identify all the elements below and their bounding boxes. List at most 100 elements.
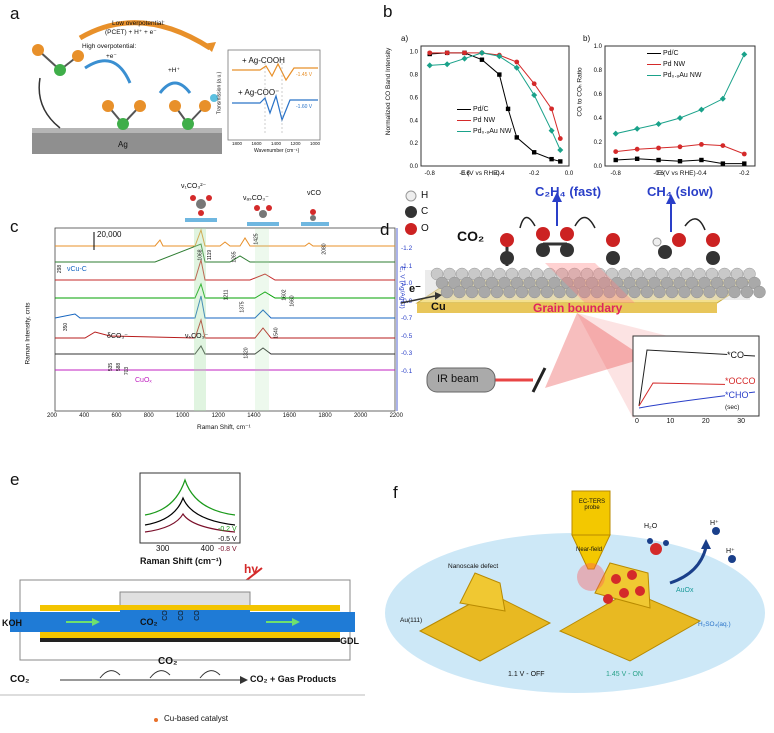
- c-xtick: 1200: [211, 413, 225, 419]
- data-point: [699, 157, 704, 163]
- e-xtick: 300: [156, 544, 170, 553]
- d-xtick: 0: [635, 418, 639, 425]
- cu-atom: [665, 285, 679, 299]
- bicarbonate-icon: [247, 205, 279, 226]
- d-xtick: 20: [701, 418, 710, 425]
- cu-atom: [465, 285, 479, 299]
- legend-item: Pd NW: [457, 115, 511, 126]
- vsco3-label: νₛCO₃⁻: [185, 333, 209, 340]
- data-point: [613, 157, 618, 163]
- h2so4-label: H₂SO₄(aq.): [698, 621, 731, 628]
- cu-atom: [540, 285, 554, 299]
- c-xtick: 600: [111, 413, 122, 419]
- cho-label: *CHO: [725, 390, 749, 400]
- panel-f-diagram: [385, 490, 765, 693]
- panel-label-e: e: [10, 470, 20, 489]
- data-point: [677, 159, 683, 164]
- data-point: [720, 161, 726, 166]
- high-overpotential-arrow: [84, 59, 132, 84]
- ag-label: Ag: [118, 140, 128, 149]
- cu-atom: [740, 285, 754, 299]
- off-label: 1.1 V - OFF: [508, 671, 545, 678]
- data-point: [426, 62, 433, 69]
- legend-item: Pd₀.₈Au NW: [647, 70, 701, 81]
- ir-volt-2: -1.60 V: [296, 104, 313, 110]
- cu-atom: [678, 285, 691, 299]
- spectrum-trace: [55, 259, 395, 281]
- potential-label: -0.5: [401, 332, 413, 340]
- cu-atom: [515, 285, 529, 299]
- c-potentials: -1.2 -1.1 -1.0 -0.9 -0.7 -0.5 -0.3 -0.1: [401, 240, 412, 380]
- plot-frame: [604, 45, 756, 167]
- panel-e-diagram: [0, 472, 365, 722]
- x-tick-label: -0.4: [494, 171, 505, 177]
- data-point: [478, 49, 485, 56]
- hplus-2-label: H⁺: [726, 548, 735, 555]
- spectrum-trace: [55, 228, 395, 247]
- plot-frame: [420, 45, 570, 167]
- peak-1068: 1068: [197, 249, 204, 261]
- c-xtick: 1400: [247, 413, 261, 419]
- y-tick-label: 0.6: [594, 92, 603, 98]
- left-ylabel: Normalized CO Band Intensity: [385, 47, 393, 136]
- y-tick-label: 0.8: [410, 73, 419, 79]
- data-point: [655, 121, 662, 127]
- au-pile-left: [418, 592, 552, 662]
- peak-2080: 2080: [321, 243, 328, 255]
- potential-label: -0.7: [401, 315, 413, 322]
- y-tick-label: 1.0: [594, 44, 603, 50]
- right-xlabel: E (V vs RHE): [657, 170, 696, 177]
- spectrum-trace: [54, 295, 395, 319]
- peak-1540: 1540: [273, 327, 280, 339]
- e-xticks: 300 400: [156, 544, 214, 553]
- legend-label: Pd NW: [662, 61, 686, 68]
- co2-molecule: [32, 44, 84, 76]
- c-ylabel: Raman Intensity, cnts: [24, 302, 32, 365]
- data-point: [548, 127, 555, 134]
- c-xtick: 2000: [353, 413, 368, 419]
- ir-xtick: 1000: [309, 141, 320, 146]
- panel-c: 20,000 Raman Intensity, cnts E, V (Ag/Ag…: [15, 180, 415, 445]
- legend-label: Pd NW: [472, 117, 496, 124]
- data-point: [427, 50, 433, 56]
- y-tick-label: 0.0: [594, 164, 603, 170]
- spectrum-trace: [55, 243, 395, 263]
- peak-535: 535: [108, 362, 115, 372]
- data-point: [531, 81, 537, 87]
- ch4-label: CH₄ (slow): [647, 184, 714, 199]
- peak-1660: 1660: [289, 295, 296, 307]
- panel-label-a: a: [10, 4, 20, 23]
- plus-e-label: +e⁻: [106, 53, 117, 60]
- panel-label-f: f: [393, 483, 398, 502]
- au-pile-right: [558, 590, 702, 662]
- plus-h-label: +H⁺: [168, 67, 180, 74]
- peak-1265: 1265: [231, 251, 238, 263]
- sub-a-label: a): [401, 34, 409, 43]
- data-point: [557, 136, 563, 141]
- legend-item: Pd/C: [647, 48, 701, 59]
- c-xtick: 1000: [176, 413, 190, 419]
- cu-atom: [478, 285, 491, 299]
- cooh-intermediate: [169, 94, 218, 130]
- on-label: 1.45 V - ON: [606, 671, 643, 678]
- data-point: [461, 55, 468, 62]
- ir-trace-orange: [232, 62, 318, 82]
- left-xlabel: E (V vs RHE): [461, 170, 500, 177]
- data-point: [612, 130, 619, 137]
- data-point: [557, 147, 564, 153]
- spectrum-trace: [55, 318, 395, 339]
- near-field-label: Near-field: [576, 547, 603, 553]
- right-ylabel: COₗ to COₕ Ratio: [576, 67, 584, 117]
- co2-mid-label: CO₂: [158, 656, 178, 667]
- c-xticks: 200 400 600 800 1000 1200 1400 1600 1800…: [47, 413, 403, 419]
- data-point: [677, 115, 683, 121]
- cu-atom: [628, 285, 641, 299]
- data-point: [549, 156, 554, 162]
- x-tick-label: -0.2: [739, 171, 750, 177]
- cu-atom: [490, 285, 504, 299]
- legend-label: Pd₀.₈Au NW: [662, 72, 702, 79]
- data-point: [634, 125, 641, 132]
- cuox-label: CuOₓ: [135, 377, 152, 384]
- cu-atom: [653, 285, 666, 299]
- potential-label: -1.2: [401, 245, 413, 252]
